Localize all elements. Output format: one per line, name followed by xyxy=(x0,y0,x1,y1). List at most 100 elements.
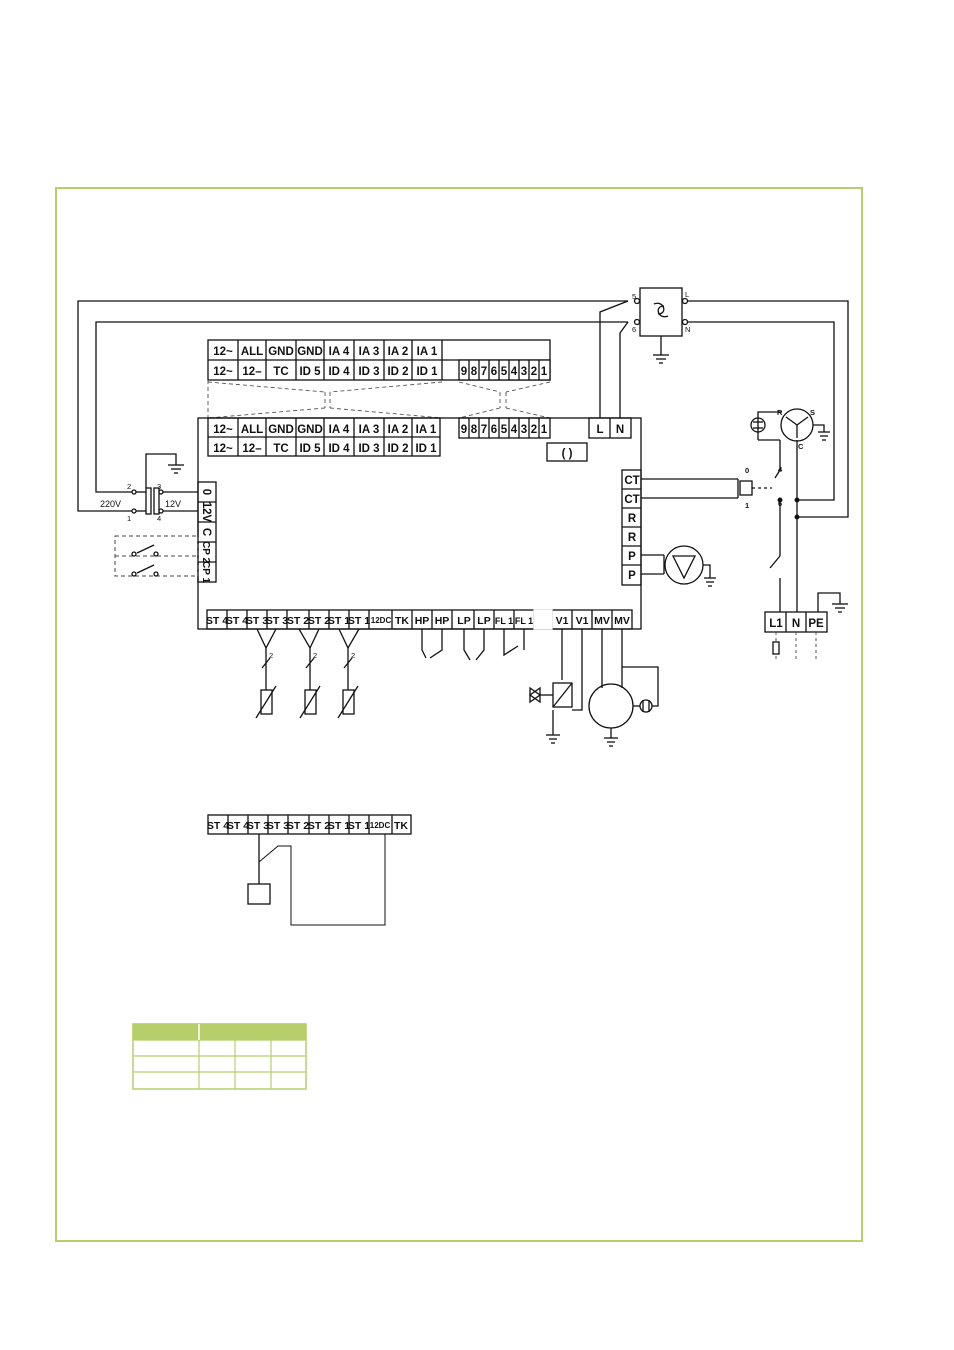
right-terminal-0: CT xyxy=(624,475,639,487)
top-digit-3: 6 xyxy=(491,366,497,378)
right-terminal-4: P xyxy=(628,551,636,563)
top-digit-5: 4 xyxy=(511,366,518,378)
board-conn-r2-4: ID 4 xyxy=(328,443,350,455)
board-digit-0: 9 xyxy=(461,424,467,436)
top-conn-r2-4: ID 4 xyxy=(328,366,350,378)
top-conn-r1-4: IA 4 xyxy=(329,346,350,358)
bottom-terminal-10: HP xyxy=(415,615,430,627)
detail-terminal-5: ST 2 xyxy=(308,820,330,832)
relay-pin-0: 0 xyxy=(745,466,749,475)
top-conn-r1-3: GND xyxy=(297,346,323,358)
detail-terminal-6: ST 1 xyxy=(328,820,350,832)
top-digit-1: 8 xyxy=(471,366,478,378)
board-conn-r2-2: TC xyxy=(273,443,288,455)
transformer-pin-4: 4 xyxy=(157,514,161,523)
board-conn-r2-6: ID 2 xyxy=(387,443,408,455)
top-digit-0: 9 xyxy=(461,366,467,378)
relay-pin-4: 4 xyxy=(778,465,783,474)
top-conn-r2-3: ID 5 xyxy=(299,366,321,378)
left-terminal-4: CP 1 xyxy=(200,561,211,583)
filter-pin-5: 5 xyxy=(632,292,636,301)
board-conn-r2-5: ID 3 xyxy=(358,443,379,455)
right-terminal-5: P xyxy=(628,570,636,582)
left-terminal-3: CP 2 xyxy=(200,541,211,563)
bottom-terminal-6: ST 1 xyxy=(328,615,350,627)
board-digit-6: 3 xyxy=(521,424,527,436)
top-digit-6: 3 xyxy=(521,366,527,378)
bottom-terminal-5: ST 2 xyxy=(308,615,330,627)
transformer-pin-1: 1 xyxy=(127,514,131,523)
bottom-terminal-9: TK xyxy=(395,615,409,627)
bottom-terminal-18: MV xyxy=(594,615,610,627)
top-conn-r1-2: GND xyxy=(268,346,294,358)
board-conn-r2-0: 12~ xyxy=(213,443,233,455)
detail-terminal-1: ST 4 xyxy=(227,820,249,832)
top-digit-4: 5 xyxy=(501,366,508,378)
transformer-secondary-label: 12V xyxy=(165,499,181,509)
relay-pin-6: 6 xyxy=(778,499,782,508)
transformer-pin-2: 2 xyxy=(127,482,131,491)
bottom-terminal-11: HP xyxy=(435,615,450,627)
board-conn-r1-1: ALL xyxy=(241,424,263,436)
top-conn-r2-5: ID 3 xyxy=(358,366,379,378)
bottom-terminal-3: ST 3 xyxy=(266,615,288,627)
detail-terminal-7: ST 1 xyxy=(348,820,370,832)
top-conn-r2-1: 12– xyxy=(242,366,262,378)
board-conn-r1-6: IA 2 xyxy=(388,424,409,436)
relay-pin-1: 1 xyxy=(745,501,749,510)
top-digit-8: 1 xyxy=(541,366,548,378)
transformer-primary-label: 220V xyxy=(100,499,121,509)
board-conn-r1-7: IA 1 xyxy=(416,424,437,436)
board-slot: ( ) xyxy=(562,448,573,460)
filter-pin-6: 6 xyxy=(632,325,636,334)
supply-terminal-N: N xyxy=(792,618,800,630)
fan-motor xyxy=(588,683,634,729)
left-terminal-1: 12V xyxy=(200,502,212,523)
left-terminal-2: C xyxy=(200,528,212,536)
detail-terminal-2: ST 3 xyxy=(247,820,269,832)
top-digit-7: 2 xyxy=(531,366,537,378)
right-terminal-3: R xyxy=(628,532,637,544)
board-conn-r1-4: IA 4 xyxy=(329,424,350,436)
board-digit-8: 1 xyxy=(541,424,548,436)
top-conn-r2-0: 12~ xyxy=(213,366,233,378)
bottom-terminal-1: ST 4 xyxy=(226,615,248,627)
filter-line-N: N xyxy=(685,325,690,334)
board-conn-r2-3: ID 5 xyxy=(299,443,321,455)
board-digit-5: 4 xyxy=(511,424,518,436)
top-digit-2: 7 xyxy=(481,366,487,378)
board-conn-r1-2: GND xyxy=(268,424,294,436)
left-terminal-0: 0 xyxy=(200,489,212,495)
top-conn-r2-6: ID 2 xyxy=(387,366,408,378)
bottom-terminal-14: FL 1 xyxy=(495,616,513,626)
top-conn-r1-1: ALL xyxy=(241,346,263,358)
top-conn-r1-7: IA 1 xyxy=(417,346,438,358)
bottom-terminal-16: V1 xyxy=(556,615,569,627)
top-conn-r2-2: TC xyxy=(273,366,288,378)
bottom-terminal-8: 12DC xyxy=(371,616,392,625)
supply-terminal-PE: PE xyxy=(808,618,824,630)
board-conn-r2-7: ID 1 xyxy=(415,443,437,455)
bottom-terminal-17: V1 xyxy=(576,615,589,627)
bottom-terminal-19: MV xyxy=(614,615,630,627)
compressor-terminal-C: C xyxy=(798,442,804,451)
board-conn-r1-3: GND xyxy=(297,424,323,436)
sensor-group-3 xyxy=(337,628,360,719)
filter-line-L: L xyxy=(685,290,689,299)
transformer-pin-3: 3 xyxy=(157,482,161,491)
top-conn-r1-6: IA 2 xyxy=(388,346,409,358)
compressor-terminal-R: R xyxy=(777,408,783,417)
top-conn-r2-7: ID 1 xyxy=(416,366,438,378)
top-conn-r1-5: IA 3 xyxy=(359,346,380,358)
board-terminal-L: L xyxy=(596,424,603,436)
bottom-terminal-4: ST 2 xyxy=(287,615,309,627)
bottom-terminal-7: ST 1 xyxy=(348,615,370,627)
sensor-group-1 xyxy=(255,628,277,719)
board-digit-1: 8 xyxy=(471,424,478,436)
board-digit-2: 7 xyxy=(481,424,487,436)
supply-terminal-L1: L1 xyxy=(769,618,783,630)
top-conn-r1-0: 12~ xyxy=(213,346,233,358)
board-digit-7: 2 xyxy=(531,424,537,436)
detail-terminal-9: TK xyxy=(394,820,408,832)
sensor-label-1: 2 xyxy=(269,651,273,660)
